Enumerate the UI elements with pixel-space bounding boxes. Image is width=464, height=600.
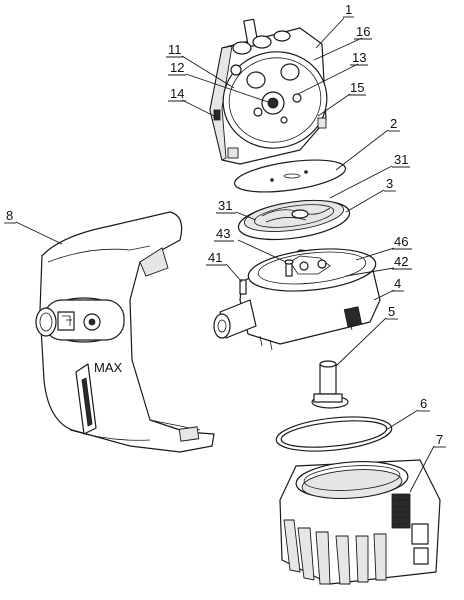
callout-2: 2 (390, 116, 397, 131)
callout-31-right: 31 (394, 152, 408, 167)
callout-labels: 1 16 11 12 13 14 15 2 31 3 31 46 43 42 4… (4, 2, 446, 448)
callout-4: 4 (394, 276, 401, 291)
callout-12: 12 (170, 60, 184, 75)
callout-15: 15 (350, 80, 364, 95)
part-5-stem (311, 360, 349, 409)
callout-13: 13 (352, 50, 366, 65)
part-1-head-cap (209, 18, 328, 165)
part-3-valve-plate (237, 199, 351, 241)
part-8-handle-cover: MAX (35, 211, 215, 453)
callout-46: 46 (394, 234, 408, 249)
callout-41: 41 (208, 250, 222, 265)
callout-1: 1 (345, 2, 352, 17)
callout-11: 11 (168, 42, 182, 57)
callout-8: 8 (6, 208, 13, 223)
callout-7: 7 (436, 432, 443, 447)
part-2-diaphragm-disc (233, 159, 347, 193)
callout-5: 5 (388, 304, 395, 319)
callout-31-left: 31 (218, 198, 232, 213)
part-6-o-ring (275, 416, 393, 452)
part-7-base-housing (279, 459, 441, 585)
callout-16: 16 (356, 24, 370, 39)
leader-lines (15, 17, 435, 493)
callout-42: 42 (394, 254, 408, 269)
part-4-pump-body (213, 248, 381, 351)
callout-43: 43 (216, 226, 230, 241)
svg-text:MAX: MAX (94, 360, 123, 375)
callout-6: 6 (420, 396, 427, 411)
callout-3: 3 (386, 176, 393, 191)
callout-14: 14 (170, 86, 184, 101)
